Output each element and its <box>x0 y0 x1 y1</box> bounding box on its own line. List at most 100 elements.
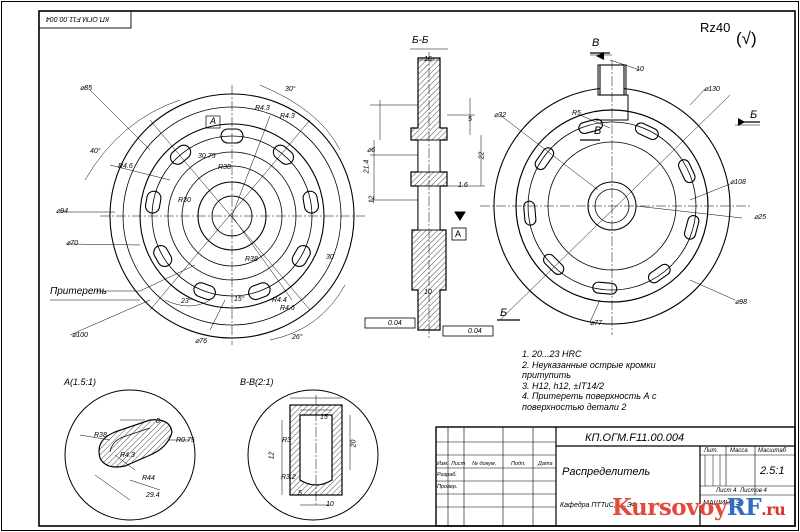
note-line: 1. 20...23 HRC <box>522 349 582 359</box>
note-line: 4. Притереть поверхность А с <box>522 391 657 402</box>
note-line: поверхностью детали 2 <box>522 401 627 412</box>
title-block-col-izm: Изм. <box>437 461 449 467</box>
dim-left-7: R4.3 <box>255 105 270 112</box>
dim-vv-5: 10 <box>326 501 334 508</box>
section-vv-title: В-В(2:1) <box>240 377 274 387</box>
dim-right-0: ⌀130 <box>704 86 720 93</box>
dim-left-1: ⌀94 <box>56 208 69 215</box>
dim-right-7: 10 <box>636 66 644 73</box>
dim-a-4: R44 <box>142 475 155 482</box>
watermark-domain: .ru <box>761 500 786 519</box>
dim-left-13: 30 <box>326 254 334 261</box>
dim-left-11: R38 <box>218 164 231 171</box>
title-block-col-doc: № докум. <box>472 461 497 467</box>
dim-left-6: 30° <box>285 86 296 93</box>
dim-bb-8: 0.04 <box>468 328 482 335</box>
section-mark-v: В <box>592 37 600 49</box>
dim-vv-4: 5 <box>298 490 302 497</box>
title-block-scale: 2.5:1 <box>760 465 785 477</box>
watermark-brand: Kursovoy <box>612 494 727 521</box>
dim-left-9: R4.6 <box>118 163 133 170</box>
title-block-scale-header: Масштаб <box>758 448 787 454</box>
title-block-mach: МАШИНОЗ <box>703 500 740 507</box>
title-block <box>435 426 796 527</box>
watermark-rf: RF <box>726 494 762 521</box>
dim-left-14: R4.4 <box>272 297 287 304</box>
dim-left-15: R4.6 <box>280 305 295 312</box>
section-mark-b-top: Б <box>750 109 758 121</box>
detail-a <box>64 389 196 521</box>
dim-right-4: ⌀25 <box>754 214 767 221</box>
dim-left-3: ⌀100 <box>72 332 88 339</box>
dim-vv-2: 15 <box>320 414 328 421</box>
section-mark-a-bb: А <box>455 229 462 239</box>
dim-bb-7: 0.04 <box>388 320 402 327</box>
note-line: 2. Неуказанные острые кромки <box>522 359 656 370</box>
kursovoy-watermark-logo: KursovoyRF.ru <box>612 494 786 521</box>
dim-bb-0: 16 <box>424 56 432 63</box>
section-bb-title: Б-Б <box>412 35 429 46</box>
section-a-title: А(1.5:1) <box>64 377 97 387</box>
title-block-col-list: Лист <box>451 461 466 467</box>
dim-left-17: 23° <box>181 298 192 305</box>
dim-bb-5: 22 <box>478 151 486 160</box>
roughness-check-icon: (√) <box>736 29 757 48</box>
pritteret-callout: Притереть <box>50 286 107 297</box>
left-view <box>60 84 365 345</box>
dim-left-10: R30 <box>178 197 191 204</box>
title-block-col-sign: Подп. <box>511 461 526 467</box>
title-block-col-date: Дата <box>538 461 553 467</box>
dim-right-1: ⌀32 <box>494 112 507 119</box>
dim-left-16: 26° <box>292 334 303 341</box>
dim-left-4: ⌀76 <box>195 338 208 345</box>
dim-bb-3: 12 <box>368 195 376 204</box>
technical-notes: 1. 20...23 HRC 2. Неуказанные острые кро… <box>522 349 657 413</box>
dim-vv-6: 20 <box>350 439 358 448</box>
section-bb <box>364 48 494 338</box>
roughness-label: Rz40 <box>700 20 731 35</box>
dim-a-0: R38 <box>94 432 107 439</box>
dim-vv-0: R3 <box>282 437 291 444</box>
dim-right-3: ⌀108 <box>730 179 746 186</box>
dim-right-2: R5 <box>572 110 581 117</box>
dim-left-5: 40° <box>90 148 101 155</box>
title-block-sheet: Лист 4 <box>716 488 737 494</box>
dim-a-3: R4.3 <box>120 452 135 459</box>
section-mark-b-bottom: Б <box>500 307 508 319</box>
dim-bb-2: 21.4 <box>363 159 371 174</box>
stamp-code: КП.ОГМ.F11.00.004 <box>46 15 110 22</box>
section-mark-a-left: А <box>210 116 217 126</box>
dim-bb-10: 10 <box>424 289 432 296</box>
note-line: 3. H12, h12, ±IT14/2 <box>522 380 604 391</box>
inner-frame <box>38 10 796 527</box>
dim-right-5: ⌀98 <box>735 299 748 306</box>
dim-a-5: 29.4 <box>146 492 160 499</box>
dim-vv-1: R3.2 <box>281 474 296 481</box>
dim-left-12: R38 <box>245 256 258 263</box>
title-block-lit: Лит. <box>704 448 719 454</box>
title-block-dept: Кафедра ПТТиС, гр.Э4 <box>560 502 636 509</box>
dim-bb-1: ⌀6 <box>367 147 376 154</box>
dim-left-2: ⌀70 <box>66 240 79 247</box>
title-block-name: Распределитель <box>562 466 651 478</box>
dim-vv-3: 12 <box>268 451 276 460</box>
stamp-box <box>38 10 132 29</box>
dim-right-6: ⌀77 <box>590 320 603 327</box>
right-view <box>480 52 760 335</box>
dim-left-19: 30.75 <box>198 153 216 160</box>
note-line: притупить <box>522 370 571 381</box>
dim-bb-6: 1.6 <box>458 182 468 189</box>
dim-left-0: ⌀85 <box>80 85 93 92</box>
section-mark-v-inner: В <box>594 125 602 137</box>
title-block-sheets: Листов 4 <box>740 488 767 494</box>
title-block-code: КП.ОГМ.F11.00.004 <box>585 432 685 444</box>
detail-vv <box>247 389 379 521</box>
title-block-row-razrab: Разраб. <box>437 472 457 478</box>
section-arrows <box>497 52 760 321</box>
title-block-row-prover: Провер. <box>437 484 458 490</box>
dim-left-8: R4.3 <box>280 113 295 120</box>
dim-a-2: R0.75 <box>176 437 195 444</box>
dim-left-18: 15° <box>234 296 245 303</box>
